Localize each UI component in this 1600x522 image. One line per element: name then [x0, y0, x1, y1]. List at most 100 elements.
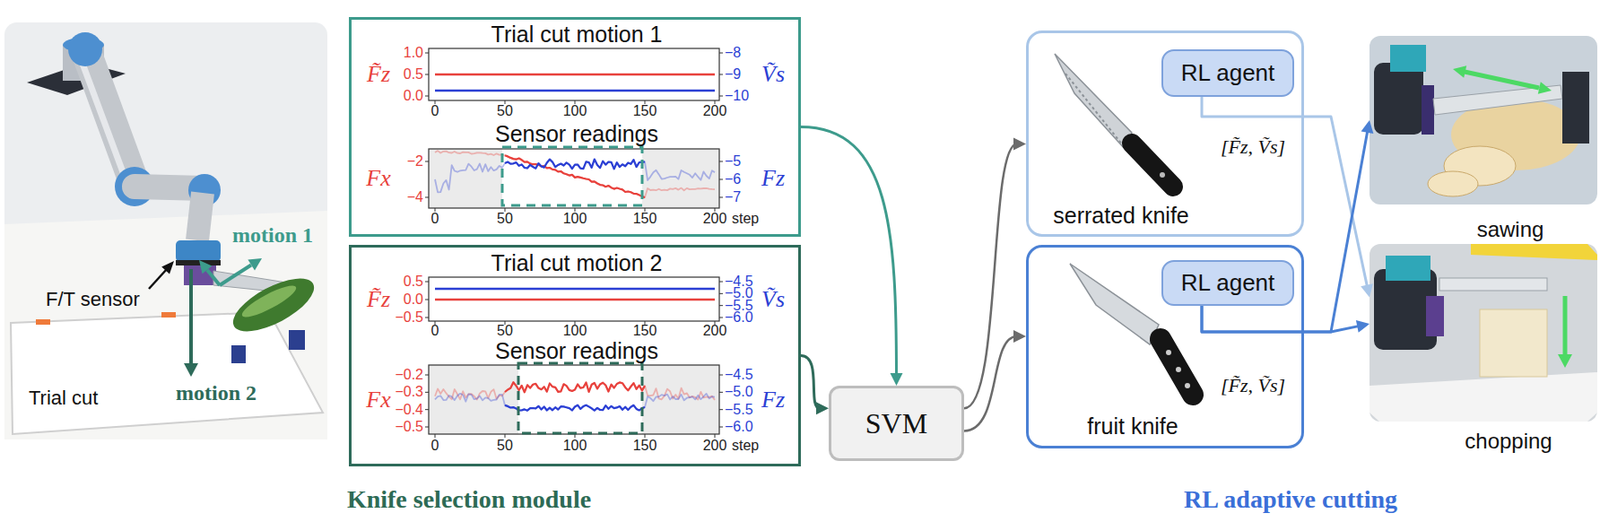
tick-mark — [425, 374, 429, 376]
connector-line — [964, 144, 1018, 409]
tick-label: 150 — [633, 103, 658, 120]
axis-label: Fz — [761, 386, 785, 414]
tick-mark — [719, 293, 723, 295]
tick-label: 150 — [633, 210, 658, 227]
highlight-window — [502, 147, 643, 206]
robot-photo-part — [4, 210, 328, 440]
plots — [425, 48, 723, 438]
motion-arrows — [148, 258, 262, 377]
tick-mark — [714, 434, 716, 438]
tick-label: 1.0 — [403, 44, 424, 61]
tick-label: −8 — [724, 44, 741, 61]
chopping-photo-part — [1557, 354, 1573, 368]
tick-label: 150 — [633, 322, 658, 340]
knife-panel: serrated knifeRL agent — [1026, 30, 1305, 237]
robot-photo-part — [175, 240, 221, 262]
axis-label: F̃z — [366, 60, 391, 88]
tick-mark — [644, 434, 646, 438]
arrow-head — [816, 401, 829, 415]
chopping-photo-part — [1385, 255, 1431, 281]
robot-photo-part — [288, 330, 305, 350]
node-text: Sensor readings — [495, 338, 659, 365]
sawing-photo-part — [1421, 85, 1435, 135]
node-text: Trial cut motion 2 — [491, 250, 663, 277]
tick-label: 0 — [431, 437, 440, 454]
tick-mark — [425, 317, 429, 319]
connector — [800, 127, 904, 387]
connector-line — [964, 336, 1018, 431]
tick-mark — [425, 426, 429, 428]
motion-arrows-part — [219, 265, 252, 287]
tick-label: 0 — [431, 322, 440, 340]
tick-mark — [425, 299, 429, 301]
data-line — [434, 287, 715, 290]
robot-photo-part — [10, 312, 323, 435]
arrow-head — [1361, 120, 1374, 134]
plot-frame — [428, 277, 720, 322]
tick-label: 200 — [703, 322, 728, 340]
robot-photo-part — [4, 22, 328, 440]
motion-arrows-part — [161, 260, 174, 274]
axis-label: F̃z — [366, 286, 391, 314]
tick-mark — [425, 391, 429, 393]
plot-frame — [428, 365, 720, 435]
plot-ground — [428, 365, 720, 435]
result-photo: sawing — [1369, 35, 1598, 205]
tick-label: −0.4 — [394, 401, 424, 418]
tick-mark — [719, 374, 723, 376]
plot — [425, 147, 723, 212]
tick-label: 100 — [563, 322, 588, 340]
fruit-knife-drawing-part — [1165, 349, 1172, 356]
motion-label: motion 1 — [232, 223, 314, 248]
motion-label: motion 2 — [175, 381, 257, 406]
motion-arrows-part — [183, 363, 199, 377]
tick-mark — [719, 52, 723, 54]
vector-label: [F̃z, Ṽs] — [1220, 373, 1286, 398]
tick-label: 50 — [496, 210, 514, 227]
tick-label: 200 — [703, 103, 728, 120]
tick-mark — [504, 434, 506, 438]
connector-line — [1201, 305, 1361, 332]
fruit-knife-drawing-part — [1069, 263, 1159, 345]
chopping-photo-part — [1439, 278, 1548, 291]
tick-label: step — [731, 210, 759, 227]
module-label: Knife selection module — [347, 485, 592, 514]
tick-mark — [719, 391, 723, 393]
sawing-photo-part — [1562, 71, 1590, 144]
data-line — [434, 298, 715, 301]
plot — [425, 363, 723, 438]
data-line — [504, 159, 645, 170]
tick-label: −5.0 — [724, 383, 754, 400]
motion-arrows-part — [189, 269, 193, 365]
tick-label: 0.5 — [403, 66, 424, 83]
axis-label: Fx — [365, 386, 391, 414]
tick-label: 150 — [633, 437, 658, 454]
robot-photo-part — [78, 53, 126, 180]
connector-line — [800, 356, 820, 409]
tick-label: −6.0 — [724, 309, 754, 326]
tick-mark — [719, 281, 723, 283]
agent-box: RL agent — [1161, 260, 1295, 306]
tick-mark — [425, 161, 429, 163]
tick-label: −6 — [724, 171, 741, 188]
axis-label: Ṽs — [761, 60, 785, 88]
sawing-photo-part — [1390, 44, 1427, 72]
tick-mark — [719, 426, 723, 428]
robot-photo-part — [161, 312, 176, 318]
tick-mark — [719, 179, 723, 181]
fruit-knife-drawing-part — [1160, 339, 1193, 395]
chopping-photo-part — [1369, 243, 1598, 422]
serrated-knife-drawing-part — [1159, 172, 1166, 178]
node-text: RL agent — [1181, 59, 1276, 87]
data-line — [434, 393, 715, 411]
robot-photo-part — [175, 260, 221, 266]
result-photo: chopping — [1369, 243, 1598, 422]
tick-label: −4.5 — [724, 366, 754, 383]
tick-label: −0.2 — [394, 366, 424, 383]
fruit-knife-drawing-part — [1175, 366, 1182, 373]
chopping-photo-part — [1369, 372, 1598, 422]
tick-mark — [574, 434, 576, 438]
tick-label: 50 — [496, 437, 514, 454]
node-text: chopping — [1464, 428, 1552, 454]
